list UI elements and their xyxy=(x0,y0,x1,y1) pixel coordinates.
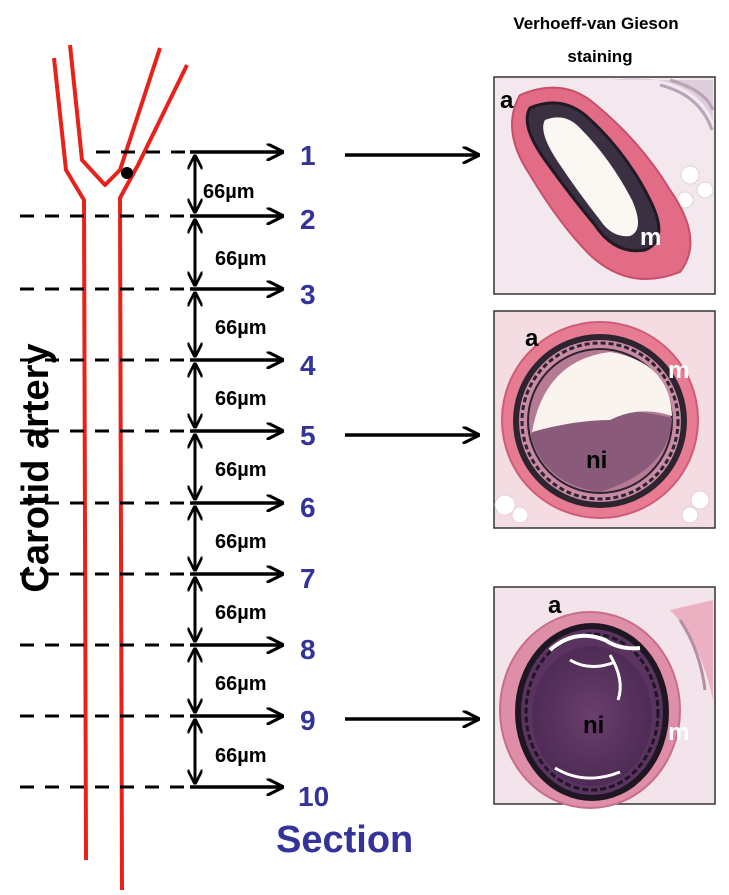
spacing-label-4-5: 66µm xyxy=(215,388,267,410)
vessel-outer-left-wall xyxy=(54,58,86,860)
vessel-inner-right-wall xyxy=(120,65,187,890)
panel-9-label-a: a xyxy=(548,592,562,619)
panel-9-label-m: m xyxy=(668,719,689,746)
stain-title-line2: staining xyxy=(567,47,632,66)
section-number-7: 7 xyxy=(300,563,316,594)
panel-5-label-m: m xyxy=(668,357,689,384)
spacing-label-6-7: 66µm xyxy=(215,531,267,553)
spacing-label-1-2: 66µm xyxy=(203,181,255,203)
histology-panel-section-9: a m ni xyxy=(494,587,715,808)
section-number-3: 3 xyxy=(300,279,316,310)
panel-5-label-a: a xyxy=(525,325,539,352)
panel-arrows xyxy=(345,155,478,719)
spacing-label-8-9: 66µm xyxy=(215,673,267,695)
panel-1-label-m: m xyxy=(640,224,661,251)
spacing-label-9-10: 66µm xyxy=(215,745,267,767)
panel-5-label-ni: ni xyxy=(586,447,607,474)
section-number-5: 5 xyxy=(300,420,316,451)
section-number-8: 8 xyxy=(300,634,316,665)
spacing-label-3-4: 66µm xyxy=(215,317,267,339)
panel-9-label-ni: ni xyxy=(583,712,604,739)
stain-title-line1: Verhoeff-van Gieson xyxy=(513,14,678,33)
section-number-6: 6 xyxy=(300,492,316,523)
panel-1-label-a: a xyxy=(500,87,514,114)
section-title: Section xyxy=(276,819,413,861)
artery-title: Carotid artery xyxy=(15,343,57,592)
spacing-labels: 66µm 66µm 66µm 66µm 66µm 66µm 66µm 66µm … xyxy=(203,181,267,767)
section-number-2: 2 xyxy=(300,204,316,235)
bifurcation-marker xyxy=(121,167,133,179)
vessel-inner-left-wall xyxy=(70,45,160,185)
carotid-vessel xyxy=(54,45,187,890)
section-number-4: 4 xyxy=(300,350,316,381)
histology-panel-section-1: a m xyxy=(494,77,715,294)
section-numbers: 1 2 3 4 5 6 7 8 9 10 xyxy=(298,140,329,812)
spacing-label-7-8: 66µm xyxy=(215,602,267,624)
section-number-10: 10 xyxy=(298,781,329,812)
histology-panel-section-5: a m ni xyxy=(494,311,715,528)
spacing-label-5-6: 66µm xyxy=(215,459,267,481)
section-number-1: 1 xyxy=(300,140,316,171)
spacing-label-2-3: 66µm xyxy=(215,248,267,270)
section-number-9: 9 xyxy=(300,705,316,736)
